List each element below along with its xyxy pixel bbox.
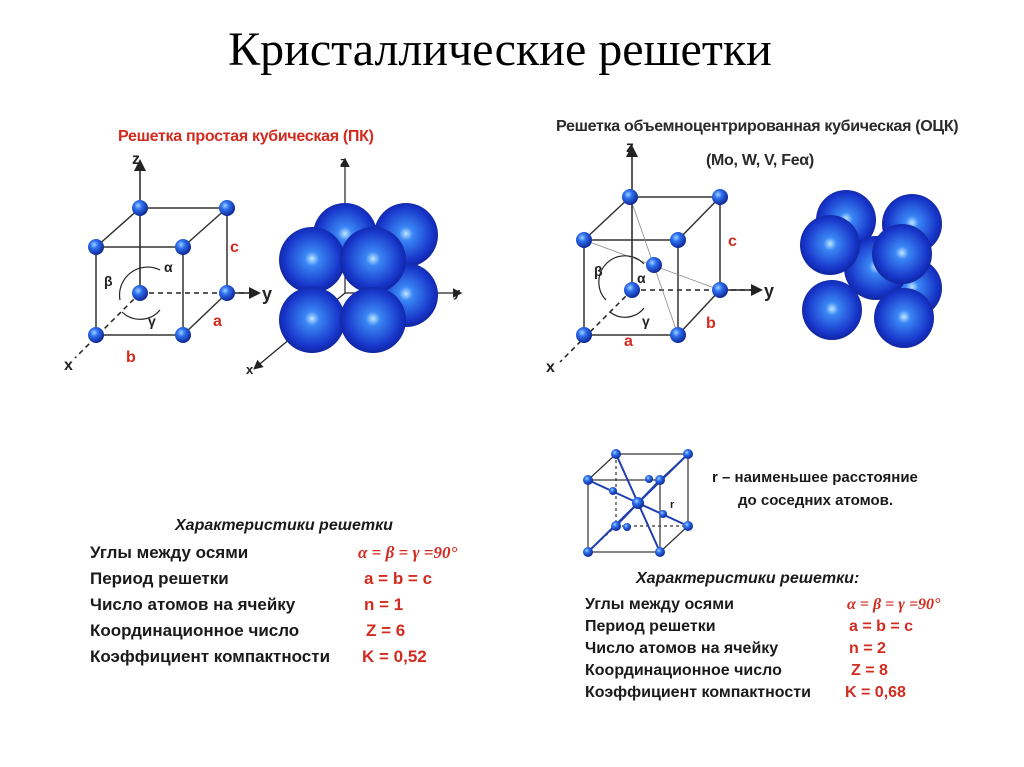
pk-cube-edges [95, 207, 228, 336]
ock-label-x: x [546, 359, 555, 376]
pk-row-compactness: Коэффициент компактности K = 0,52 [90, 647, 427, 667]
pk-row-coordination: Координационное число Z = 6 [90, 621, 405, 641]
ock-label-y: y [764, 281, 774, 301]
pk-angle-arc [118, 266, 161, 301]
ock-r-note-line1: r – наименьшее расстояние [712, 469, 918, 486]
ock-label-alpha: α [637, 270, 646, 286]
pk-row-label: Координационное число [90, 621, 300, 640]
ock-cubic-lattice-diagram: z y x c b a β α γ [546, 140, 942, 376]
pk-label-b: b [126, 349, 136, 366]
ock-label-b: b [706, 315, 716, 332]
ock-label-a: a [624, 333, 633, 350]
pk-caption: Решетка простая кубическая (ПК) [118, 128, 374, 145]
ock-caption: Решетка объемноцентрированная кубическая… [556, 118, 959, 135]
ock-r-note-line2: до соседних атомов. [738, 492, 894, 509]
ock-label-z: z [626, 140, 634, 156]
pk-model-label-x: x [246, 362, 254, 377]
ock-row-coordination: Координационное число Z = 8 [585, 662, 888, 680]
pk-x-axis [74, 292, 141, 359]
bcc-r-label: r [670, 499, 675, 511]
pk-label-y: y [262, 284, 272, 304]
ock-sphere-model [800, 190, 942, 348]
pk-atoms [88, 200, 235, 343]
pk-row-label: Период решетки [90, 569, 229, 588]
pk-table-title: Характеристики решетки [175, 517, 393, 534]
ock-row-value: n = 2 [849, 640, 886, 657]
pk-label-beta: β [104, 273, 113, 289]
ock-row-value: K = 0,68 [845, 684, 906, 701]
ock-cube-edges [583, 196, 721, 336]
pk-sphere-model: z y x [246, 154, 463, 377]
bcc-nearest-distance-diagram: r [583, 449, 693, 557]
ock-row-label: Углы между осями [585, 596, 734, 613]
pk-label-a: a [213, 313, 222, 330]
ock-row-atoms: Число атомов на ячейку n = 2 [585, 640, 886, 658]
pk-row-value: α = β = γ =90° [358, 543, 458, 562]
ock-angle-arc [598, 255, 645, 301]
pk-label-alpha: α [164, 259, 173, 275]
ock-atoms [576, 189, 728, 343]
pk-label-x: x [64, 357, 73, 374]
ock-label-c: c [728, 233, 737, 250]
ock-row-value: Z = 8 [851, 662, 888, 679]
ock-table-title: Характеристики решетки: [636, 570, 860, 587]
ock-row-angles: Углы между осями α = β = γ =90° [585, 596, 940, 614]
pk-row-value: K = 0,52 [362, 647, 427, 666]
pk-row-value: n = 1 [364, 595, 404, 614]
pk-label-c: c [230, 239, 239, 256]
pk-model-label-y: y [453, 285, 461, 300]
pk-row-value: Z = 6 [366, 621, 406, 640]
ock-x-axis [559, 289, 633, 363]
pk-row-period: Период решетки a = b = c [90, 569, 432, 589]
ock-row-label: Период решетки [585, 618, 716, 635]
ock-label-gamma: γ [642, 313, 650, 329]
pk-label-gamma: γ [148, 313, 156, 329]
ock-row-value: α = β = γ =90° [847, 596, 941, 613]
ock-row-label: Число атомов на ячейку [585, 640, 779, 657]
ock-row-compactness: Коэффициент компактности K = 0,68 [585, 684, 906, 702]
pk-row-label: Число атомов на ячейку [90, 595, 296, 614]
ock-row-label: Координационное число [585, 662, 782, 679]
pk-row-label: Углы между осями [90, 543, 249, 562]
pk-cubic-lattice-diagram: z y x c a b β α γ z y x [64, 151, 463, 377]
ock-elements: (Mo, W, V, Feα) [706, 152, 814, 169]
page-title: Кристаллические решетки [228, 23, 772, 76]
ock-row-period: Период решетки a = b = c [585, 618, 913, 636]
pk-label-z: z [132, 151, 140, 168]
pk-model-label-z: z [340, 154, 347, 169]
pk-row-label: Коэффициент компактности [90, 647, 331, 666]
pk-row-value: a = b = c [364, 569, 433, 588]
pk-row-atoms: Число атомов на ячейку n = 1 [90, 595, 403, 615]
ock-label-beta: β [594, 263, 603, 279]
ock-row-value: a = b = c [849, 618, 914, 635]
ock-row-label: Коэффициент компактности [585, 684, 811, 701]
pk-row-angles: Углы между осями α = β = γ =90° [90, 543, 457, 563]
